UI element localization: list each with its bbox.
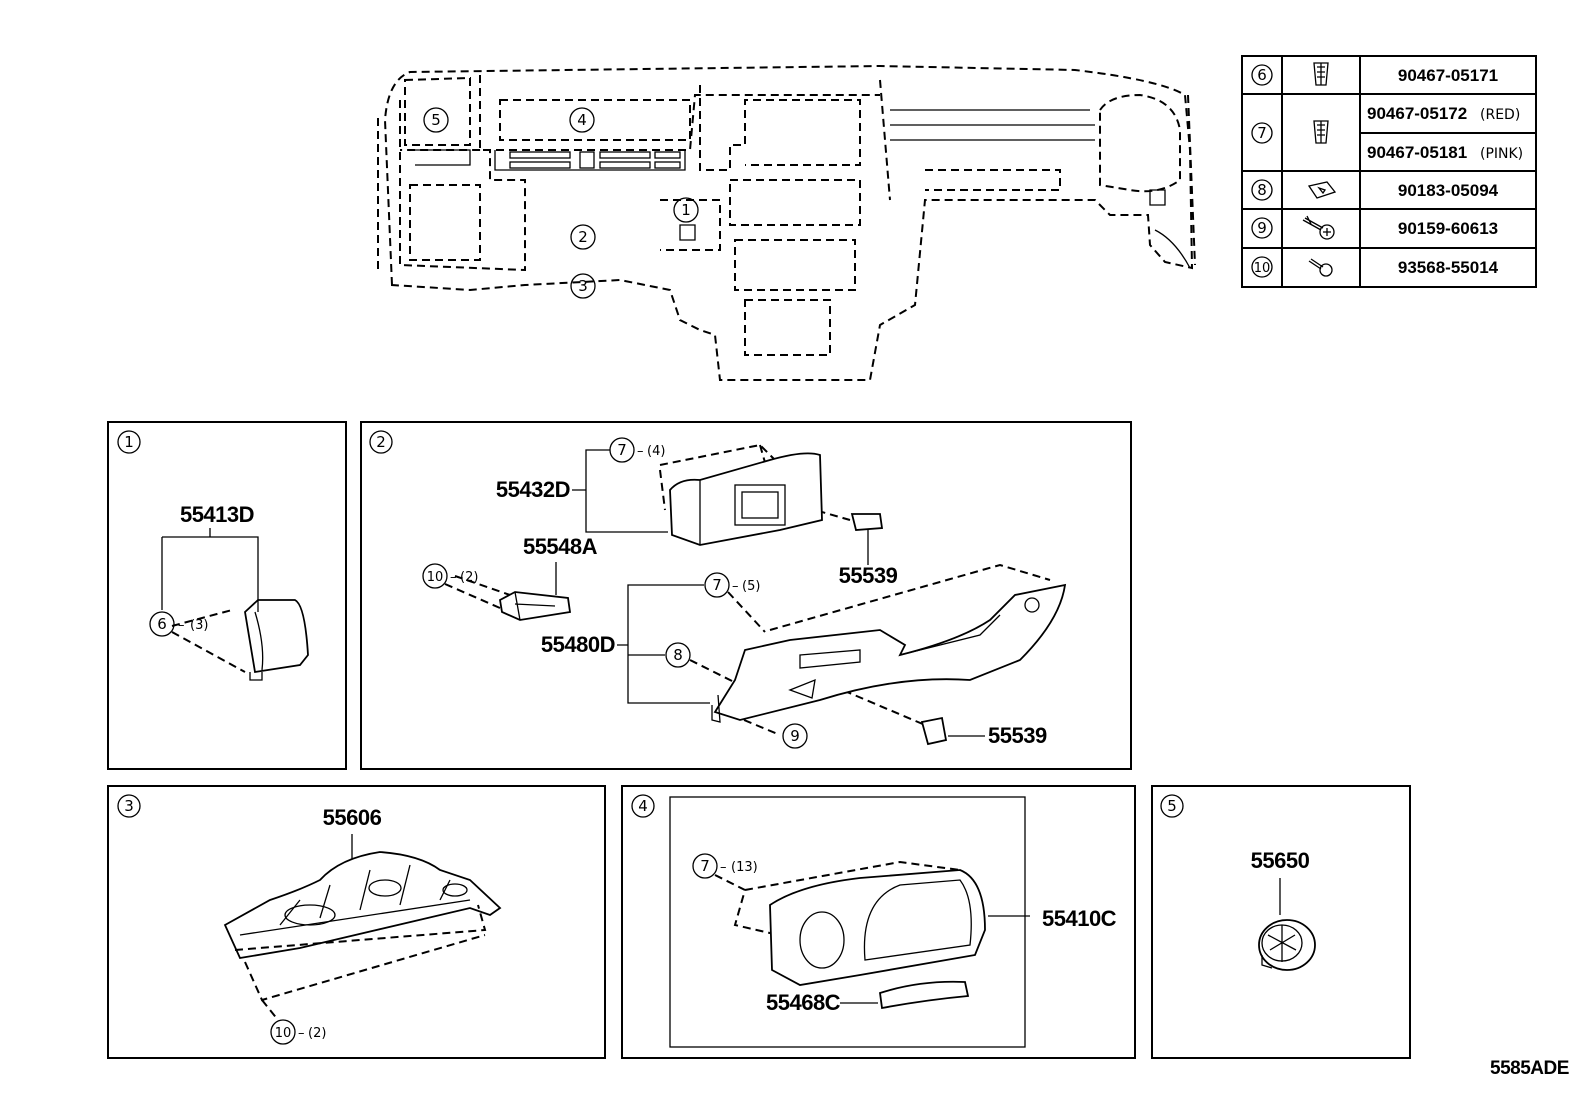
fastener-callout: 7 – (4) (609, 437, 665, 463)
fastener-table: 6 90467-05171 7 90467-05172 (RED) 90467-… (1241, 55, 1537, 288)
svg-text:(PINK): (PINK) (1480, 146, 1523, 162)
part-55468C (879, 980, 970, 1010)
svg-text:90467-05172: 90467-05172 (1367, 104, 1467, 123)
panel-2: 2 55432D 7 – (4) 55539 55548A 10 – ( (360, 421, 1132, 770)
svg-text:3: 3 (124, 797, 134, 815)
table-row: 7 90467-05172 (RED) 90467-05181 (PINK) (1251, 104, 1523, 162)
svg-text:55480D: 55480D (541, 632, 615, 657)
clip-icon (1313, 62, 1329, 86)
svg-text:55650: 55650 (1251, 848, 1310, 873)
svg-text:1: 1 (124, 433, 134, 451)
svg-text:–: – (720, 860, 727, 875)
svg-text:–: – (732, 579, 739, 594)
svg-text:10: 10 (427, 570, 444, 585)
svg-text:5: 5 (431, 111, 441, 129)
svg-text:4: 4 (638, 797, 648, 815)
svg-text:3: 3 (578, 277, 588, 295)
svg-text:93568-55014: 93568-55014 (1398, 258, 1499, 277)
svg-text:–: – (637, 444, 644, 459)
svg-text:55410C: 55410C (1042, 906, 1117, 931)
fastener-callout: 7 – (13) (692, 853, 758, 879)
svg-text:(5): (5) (742, 579, 760, 594)
svg-text:(3): (3) (190, 618, 208, 633)
overview-callout-2: 2 (570, 224, 596, 250)
svg-text:(RED): (RED) (1480, 107, 1520, 123)
table-row: 6 90467-05171 (1251, 62, 1498, 86)
svg-text:55413D: 55413D (180, 502, 254, 527)
svg-text:55539: 55539 (988, 723, 1047, 748)
svg-text:55468C: 55468C (766, 990, 841, 1015)
overview-callout-3: 3 (570, 273, 596, 299)
fastener-callout: 10 – (2) (422, 563, 478, 589)
dashboard-overview: 1 2 3 4 5 (377, 64, 1196, 381)
fastener-callout: 6 – (3) (149, 611, 208, 637)
diagram-code: 5585ADE (1490, 1058, 1569, 1079)
svg-text:1: 1 (681, 201, 691, 219)
svg-text:(2): (2) (460, 570, 478, 585)
svg-text:9: 9 (790, 727, 800, 745)
fastener-callout: 7 – (5) (704, 572, 760, 598)
svg-text:90467-05181: 90467-05181 (1367, 143, 1467, 162)
svg-text:7: 7 (617, 441, 627, 459)
svg-text:7: 7 (712, 576, 722, 594)
svg-text:2: 2 (578, 228, 588, 246)
table-row: 10 93568-55014 (1251, 256, 1499, 278)
svg-text:(13): (13) (731, 860, 758, 875)
svg-text:9: 9 (1257, 219, 1267, 237)
part-55432D (669, 452, 823, 546)
part-55548A (499, 591, 572, 621)
part-55606 (223, 851, 502, 960)
svg-text:–: – (298, 1026, 305, 1041)
svg-text:8: 8 (1257, 181, 1267, 199)
nut-icon (1307, 181, 1337, 199)
svg-text:6: 6 (157, 615, 167, 633)
svg-text:55606: 55606 (323, 805, 382, 830)
svg-text:90159-60613: 90159-60613 (1398, 219, 1498, 238)
part-55539-upper (850, 513, 884, 531)
part-55539-lower (920, 716, 948, 746)
fastener-callout: 9 (782, 723, 808, 749)
svg-text:55432D: 55432D (496, 477, 570, 502)
clip-icon (1313, 120, 1329, 144)
part-55410C (769, 869, 986, 986)
svg-text:(4): (4) (647, 444, 665, 459)
svg-text:55548A: 55548A (523, 534, 598, 559)
svg-text:–: – (450, 570, 457, 585)
part-55650 (1258, 919, 1316, 971)
svg-text:8: 8 (673, 646, 683, 664)
svg-text:4: 4 (577, 111, 587, 129)
bolt-icon (1308, 258, 1333, 277)
panel-1: 1 55413D 6 – (3) (107, 421, 347, 770)
svg-text:10: 10 (275, 1026, 292, 1041)
svg-text:7: 7 (1257, 124, 1267, 142)
svg-text:90467-05171: 90467-05171 (1398, 66, 1498, 85)
panel-4: 4 7 – (13) 55410C 55468C (621, 785, 1136, 1059)
part-55480D (711, 583, 1067, 723)
part-55413D (244, 599, 309, 681)
screw-icon (1302, 215, 1335, 240)
svg-text:55539: 55539 (839, 563, 898, 588)
overview-callout-5: 5 (423, 107, 449, 133)
panel-5: 5 55650 (1151, 785, 1411, 1059)
svg-text:10: 10 (1254, 261, 1271, 276)
fastener-callout: 10 – (2) (270, 1019, 326, 1045)
overview-callout-4: 4 (569, 107, 595, 133)
svg-text:5: 5 (1167, 797, 1177, 815)
overview-callout-1: 1 (673, 197, 699, 223)
svg-text:–: – (178, 618, 185, 633)
fastener-callout: 8 (665, 642, 691, 668)
panel-3: 3 55606 10 – (2) (107, 785, 606, 1059)
table-row: 8 90183-05094 (1251, 179, 1499, 201)
svg-text:7: 7 (700, 857, 710, 875)
svg-text:6: 6 (1257, 66, 1267, 84)
svg-text:90183-05094: 90183-05094 (1398, 181, 1499, 200)
svg-text:2: 2 (376, 433, 386, 451)
table-row: 9 90159-60613 (1251, 215, 1498, 240)
svg-text:(2): (2) (308, 1026, 326, 1041)
